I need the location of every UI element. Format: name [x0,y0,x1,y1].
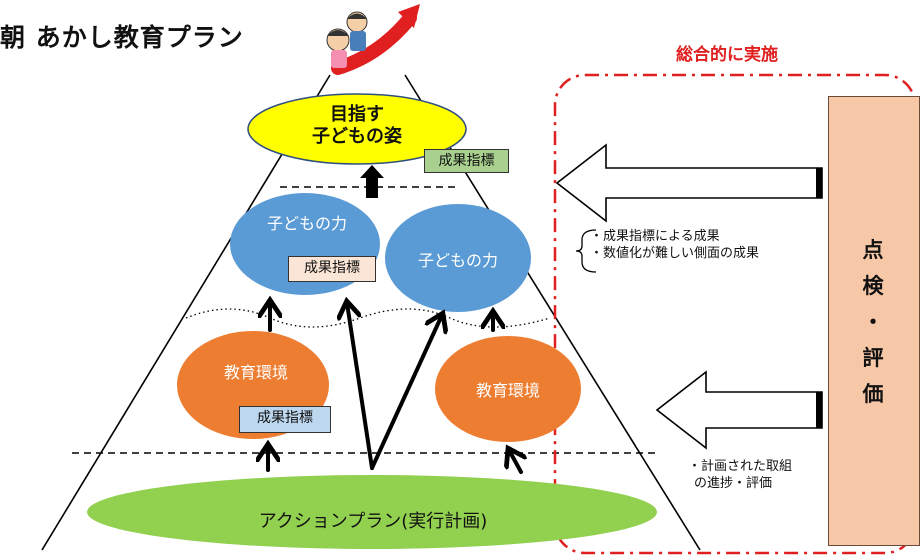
block-up-arrow [360,165,384,198]
implementation-label: 総合的に実施 [676,45,778,65]
indicator-box-environment: 成果指標 [239,406,331,433]
children-climbing-icon [326,4,420,75]
page-title: 朝 あかし教育プラン [0,23,244,52]
child-power-label-left: 子どもの力 [266,214,348,233]
environment-label-left: 教育環境 [223,363,289,382]
evaluation-char-3: ・ [862,310,884,334]
progress-notes: ・計画された取組 の進捗・評価 [688,458,792,492]
goal-line-1: 目指す [330,104,384,125]
goal-line-2: 子どもの姿 [312,126,402,147]
action-plan-ellipse [87,475,657,549]
goal-ellipse [247,93,467,165]
arrow-lower-stub [816,392,822,428]
evaluation-char-2: 検 [862,274,884,298]
notes-brace [575,229,597,273]
child-power-label-right: 子どもの力 [417,251,499,270]
indicator-box-child: 成果指標 [288,256,376,282]
evaluation-char-4: 評 [862,346,884,370]
evaluation-char-5: 価 [862,382,884,406]
upward-arrows [268,302,521,474]
feedback-arrow-upper [555,143,823,223]
outcome-notes: ・成果指標による成果 ・数値化が難しい側面の成果 [590,228,759,262]
feedback-arrows [555,143,823,450]
environment-ellipse-right [435,336,581,442]
evaluation-char-1: 点 [862,238,884,262]
feedback-arrow-lower [655,370,823,450]
action-plan-label: アクションプラン(実行計画) [258,511,488,532]
arrow-upper-stub [816,168,822,198]
child-ellipse-right [385,204,531,312]
progress-note-2: の進捗・評価 [694,476,773,491]
outcome-note-2: ・数値化が難しい側面の成果 [590,246,760,261]
dotted-wave-divider [185,308,551,328]
indicator-box-goal: 成果指標 [424,149,509,173]
progress-note-1: ・計画された取組 [688,459,793,474]
evaluation-panel [828,96,920,546]
outcome-note-1: ・成果指標による成果 [590,229,720,244]
goal-label: 目指す 子どもの姿 [312,104,402,148]
environment-label-right: 教育環境 [475,381,541,400]
